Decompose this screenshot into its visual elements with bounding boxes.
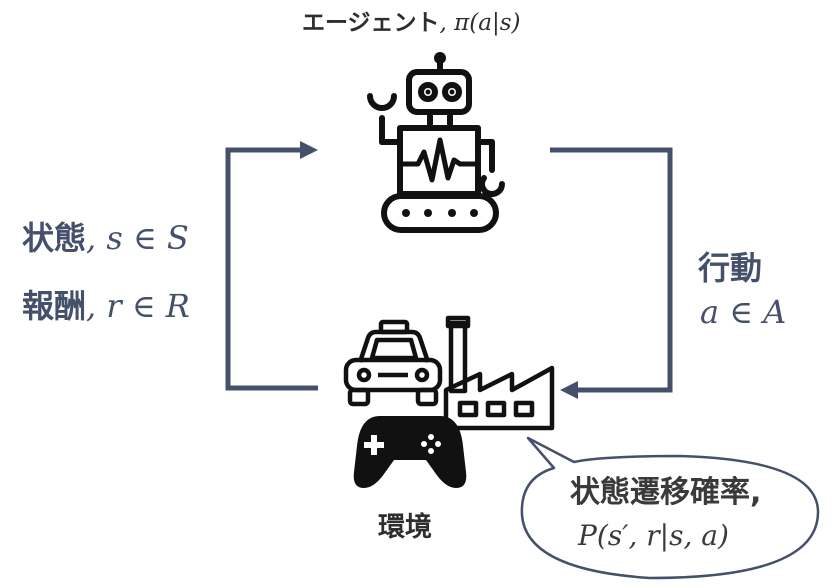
environment-label: 環境 — [378, 512, 432, 543]
reward-label: 報酬, r ∈ R — [22, 290, 190, 322]
action-arrowhead — [560, 381, 578, 399]
reward-name: 報酬 — [22, 287, 87, 325]
action-label: 行動 — [698, 249, 763, 287]
taxi-icon — [343, 319, 443, 407]
factory-icon — [443, 315, 555, 431]
reward-formula: , r ∈ R — [86, 287, 190, 325]
state-formula: , s ∈ S — [86, 219, 189, 257]
speech-bubble — [520, 436, 820, 580]
agent-label: エージェント, π(a|s) — [302, 12, 521, 35]
gamepad-icon — [353, 416, 467, 488]
agent-name: エージェント — [302, 10, 440, 36]
agent-policy: , π(a|s) — [439, 10, 521, 36]
state-name: 状態 — [22, 219, 87, 257]
robot-icon — [367, 52, 505, 233]
state-reward-arrow — [225, 147, 318, 391]
transition-label: 状態遷移確率, — [570, 475, 762, 510]
state-reward-arrowhead — [300, 141, 318, 159]
state-label: 状態, s ∈ S — [22, 222, 189, 254]
transition-formula-wrap: P(s′, r|s, a) — [578, 522, 729, 550]
transition-formula: P(s′, r|s, a) — [578, 519, 729, 552]
action-formula: a ∈ A — [700, 293, 787, 331]
action-arrow — [550, 147, 673, 393]
